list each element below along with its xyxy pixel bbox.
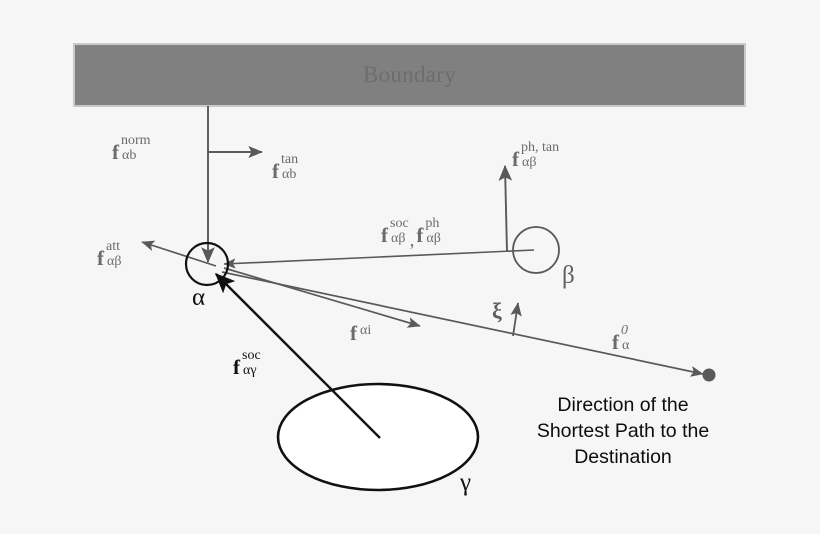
boundary-rect: [73, 43, 746, 107]
destination-dot: [702, 368, 716, 382]
force-line-f-ph-tan-ab: [498, 164, 513, 253]
f-superscript: 0: [621, 323, 628, 338]
f-symbol: f: [233, 354, 240, 379]
f-subscript: αβ: [426, 231, 441, 246]
f-subscript: αβ: [391, 231, 406, 246]
label-separator: ,: [409, 229, 415, 251]
destination-line-1: Direction of the: [557, 394, 689, 416]
f-subscript: αb: [122, 148, 137, 163]
destination-line-2: Shortest Path to the: [536, 420, 710, 442]
alpha-circle: [184, 241, 230, 287]
f-superscript: norm: [121, 133, 151, 148]
f-symbol: f: [112, 139, 119, 164]
f-symbol: f: [272, 158, 279, 183]
force-line-f-zero-a: [221, 271, 704, 377]
label-beta: β: [562, 262, 575, 289]
label-gamma: γ: [460, 469, 472, 496]
f-subscript: αβ: [107, 254, 122, 269]
label-alpha: α: [192, 284, 206, 311]
f-superscript: att: [106, 239, 120, 254]
destination-caption: Direction of the Shortest Path to the De…: [514, 392, 732, 470]
f-subscript: αb: [282, 167, 297, 182]
f-symbol: f: [350, 321, 357, 345]
f-superscript: soc: [390, 216, 409, 231]
f-subscript: αβ: [522, 155, 537, 170]
destination-line-3: Destination: [574, 446, 672, 468]
f-subscript: α: [622, 338, 630, 353]
f-superscript: ph: [425, 216, 440, 231]
f-symbol: f: [416, 222, 424, 247]
f-superscript: ph, tan: [521, 140, 560, 155]
force-line-f-soc-ph-ab: [223, 249, 535, 269]
f-subscript: αi: [360, 322, 372, 338]
beta-circle: [512, 226, 560, 274]
force-line-f-ai: [223, 267, 421, 328]
force-line-f-att-ab: [141, 240, 217, 267]
label-xi: ξ: [492, 298, 502, 323]
force-line-f-soc-ag: [214, 272, 381, 439]
f-symbol: f: [512, 146, 519, 171]
f-subscript: αγ: [243, 363, 257, 378]
f-symbol: f: [381, 222, 388, 247]
f-symbol: f: [97, 245, 104, 270]
f-superscript: tan: [281, 152, 299, 167]
f-symbol: f: [612, 329, 619, 354]
f-superscript: soc: [242, 348, 261, 363]
force-line-xi: [510, 302, 522, 337]
